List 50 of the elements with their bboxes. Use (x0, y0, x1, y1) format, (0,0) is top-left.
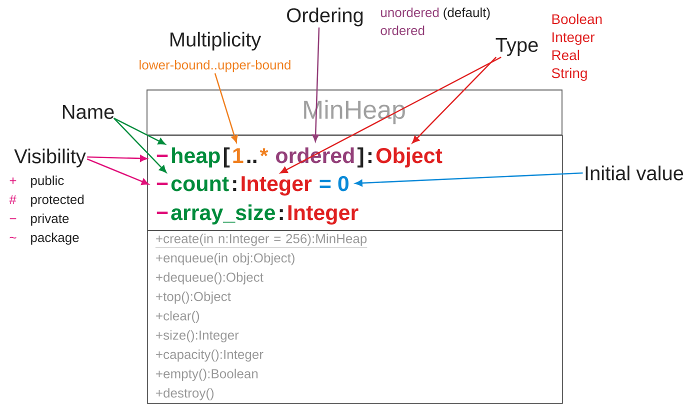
annotation-note: protected (31, 194, 84, 207)
annotation-note: private (31, 214, 69, 226)
annotation-note: Boolean (552, 14, 602, 24)
arrow (355, 172, 583, 186)
annotation-note: − (10, 218, 16, 220)
annotation-note: ordered (380, 26, 424, 36)
annotation-label: Initial value (586, 166, 684, 180)
attribute-name: count (171, 176, 229, 192)
multiplicity-bound: 1 (233, 148, 244, 163)
annotation-note: public (31, 176, 64, 188)
attributes-box (147, 135, 563, 231)
arrow (87, 155, 148, 162)
attribute-type: Object (376, 147, 442, 168)
annotation-note: + (10, 178, 16, 184)
arrow (114, 118, 166, 145)
annotation-note: Real (552, 50, 580, 60)
arrow (113, 118, 167, 173)
arrow (214, 73, 238, 143)
arrow (312, 134, 319, 142)
annotation-label: Multiplicity lower-bound..upper-bound (140, 32, 290, 72)
type-separator: : (368, 152, 372, 163)
annotation-label: Name (62, 105, 114, 119)
range-dots: .. (247, 160, 256, 163)
attribute-type: Integer (242, 176, 312, 196)
bracket: [ (224, 147, 230, 168)
arrow (140, 178, 149, 185)
annotation-label: Type (496, 38, 538, 56)
attribute-name: array_size (171, 204, 276, 224)
annotation-label: Visibility (14, 148, 86, 168)
bracket: ] (358, 147, 364, 168)
visibility-sign: − (156, 154, 168, 158)
annotation-note: Integer (552, 32, 595, 45)
visibility-sign: − (156, 212, 168, 214)
annotation-label: Ordering (287, 8, 363, 26)
attribute-type: Integer (288, 205, 358, 225)
attribute-name: heap (172, 147, 220, 168)
type-separator: : (280, 209, 283, 220)
annotation-note: (default) (444, 8, 490, 20)
type-separator: : (233, 180, 236, 191)
operations-box: +create(in n:Integer = 256):MinHeap +enqueue(in obj:Object) +dequeue():Object +top():Object +clear() +size():Integer +capacity():Integer +empty():Boolean +destroy() (147, 230, 563, 404)
annotation-note: # (9, 195, 16, 204)
arrow (412, 56, 497, 144)
annotation-note: package (31, 232, 79, 245)
annotation-note: String (552, 68, 587, 81)
arrow (280, 56, 502, 174)
multiplicity-bound: * (260, 148, 268, 156)
visibility-sign: − (156, 182, 168, 186)
initial-value: = 0 (320, 176, 348, 192)
annotation-note: ~ (10, 236, 16, 238)
annotation-note: unordered (381, 8, 439, 18)
